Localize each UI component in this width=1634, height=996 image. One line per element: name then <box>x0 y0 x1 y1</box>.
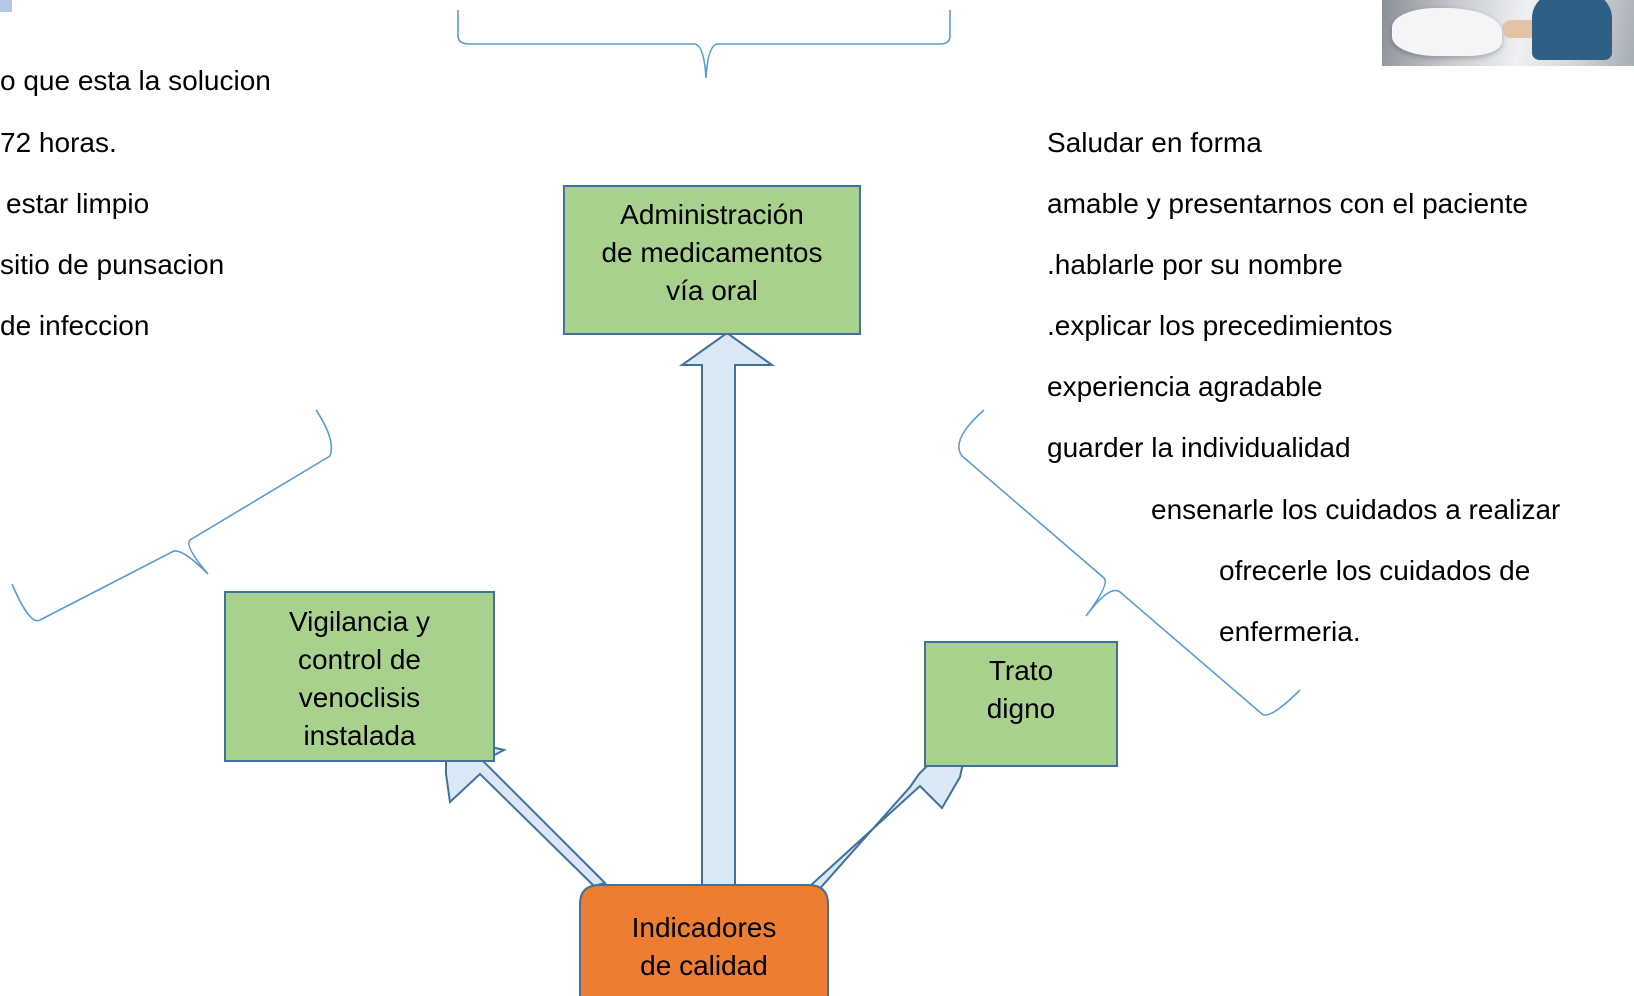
arrow-to-right <box>808 752 967 896</box>
right-brace <box>958 409 1301 716</box>
left-line: de infeccion <box>0 310 150 341</box>
right-line: ensenarle los cuidados a realizar <box>1151 494 1561 525</box>
left-line: o que esta la solucion <box>0 65 271 96</box>
nurse-patient-photo-icon <box>1382 0 1634 66</box>
right-line: ofrecerle los cuidados de <box>1219 555 1531 586</box>
right-line: enfermeria. <box>1219 616 1361 647</box>
left-line: 72 horas. <box>0 127 117 158</box>
node-label: Indicadores de calidad <box>631 912 777 981</box>
right-line: .hablarle por su nombre <box>1047 249 1343 280</box>
left-line: sitio de punsacion <box>0 249 225 280</box>
center-node-shape <box>579 884 829 996</box>
node-label: Vigilancia y control de venoclisis insta… <box>288 606 431 751</box>
node-indicadores-calidad: Indicadores de calidad <box>580 885 828 996</box>
node-label: Administración de medicamentos vía oral <box>601 199 823 306</box>
node-label: Trato digno <box>986 655 1056 724</box>
left-line: estar limpio <box>6 188 150 219</box>
top-brace <box>457 10 951 79</box>
right-line: guarder la individualidad <box>1047 432 1351 463</box>
node-administracion-medicamentos: Administración de medicamentos vía oral <box>563 185 861 335</box>
corner-fragment <box>0 0 12 12</box>
right-line: amable y presentarnos con el paciente <box>1047 188 1528 219</box>
left-brace <box>11 409 333 622</box>
node-vigilancia-venoclisis: Vigilancia y control de venoclisis insta… <box>224 591 495 762</box>
arrow-up-top <box>678 331 776 893</box>
arrow-to-left <box>445 743 607 888</box>
right-line: Saludar en forma <box>1047 127 1262 158</box>
right-line: .explicar los precedimientos <box>1047 310 1393 341</box>
right-line: experiencia agradable <box>1047 371 1323 402</box>
node-trato-digno: Trato digno <box>924 641 1118 767</box>
